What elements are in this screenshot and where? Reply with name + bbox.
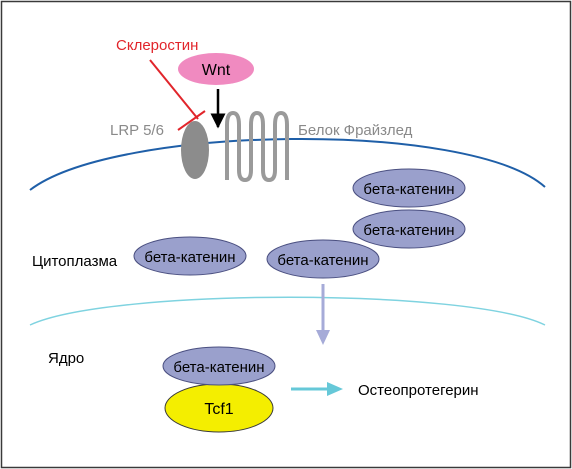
beta-catenin-stack-middle [352, 209, 466, 249]
nuclear-translocation-arrowhead [316, 330, 330, 345]
sclerostin-label: Склеростин [116, 37, 198, 54]
cytoplasm-label: Цитоплазма [32, 253, 118, 270]
nucleus-label: Ядро [48, 350, 84, 367]
osteoprotegerin-label: Остеопротегерин [358, 382, 479, 399]
nuclear-membrane [29, 296, 546, 326]
lrp-label: LRP 5/6 [110, 122, 164, 139]
beta-catenin-nucleus [162, 346, 276, 386]
inhibition-bar [177, 110, 206, 131]
beta-catenin-cytoplasm-left [133, 236, 247, 276]
beta-catenin-label: бета-катенин [277, 252, 368, 269]
beta-catenin-stack-top [352, 168, 466, 208]
beta-catenin-label: бета-катенин [144, 249, 235, 266]
lrp-receptor-icon [181, 121, 209, 179]
wnt-label: Wnt [202, 62, 231, 79]
beta-catenin-label: бета-катенин [363, 181, 454, 198]
wnt-ligand [178, 53, 254, 85]
frizzled-label: Белок Фрайзлед [298, 122, 413, 139]
tcf1-label: Tcf1 [204, 401, 233, 418]
frizzled-receptor-icon [225, 110, 289, 183]
beta-catenin-cytoplasm-right [266, 239, 380, 279]
beta-catenin-label: бета-катенин [173, 359, 264, 376]
sclerostin-inhibition-line [149, 59, 199, 120]
transcription-arrowhead [327, 382, 343, 396]
beta-catenin-label: бета-катенин [363, 222, 454, 239]
cell-membrane [29, 138, 546, 191]
